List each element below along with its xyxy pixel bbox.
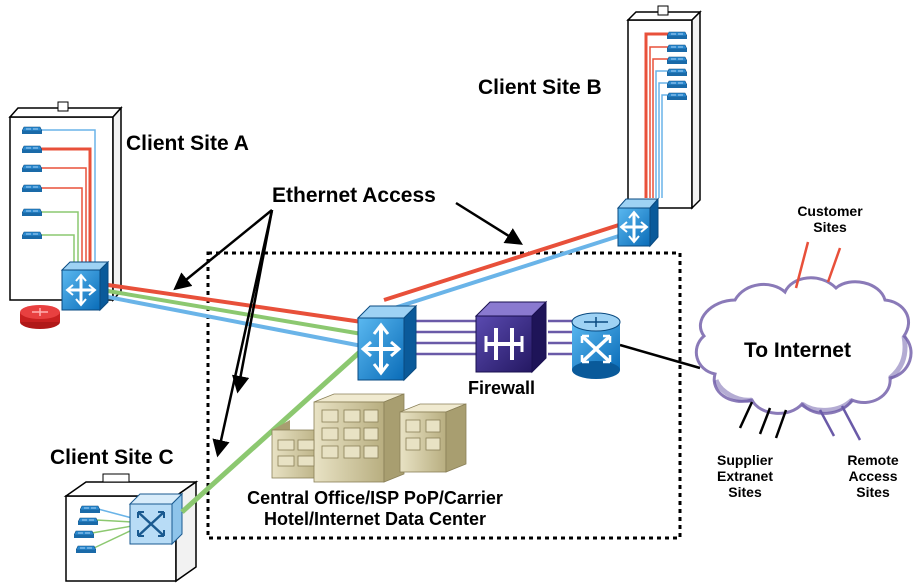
firewall-label: Firewall [468,378,536,398]
switch-icon [616,197,660,248]
central-office-label: Central Office/ISP PoP/Carrier Hotel/Int… [247,488,503,529]
firewall-icon [474,300,548,374]
trunk-links [416,319,701,370]
callout-arrows [173,201,523,458]
client-site-a-label: Client Site A [126,132,249,155]
router-icon [571,312,621,379]
cloud-icon [694,241,913,441]
central-office-boundary [206,251,682,540]
switch-icon [356,304,418,382]
router-icon [20,305,60,329]
rack-c [63,473,199,583]
remote-access-sites-label: Remote Access Sites [847,452,899,501]
switch-icon [128,492,184,546]
access-links [107,222,623,514]
building-icon [271,393,467,483]
client-site-c-label: Client Site C [50,446,174,469]
switch-icon [60,260,110,312]
rack-b [626,5,702,210]
supplier-extranet-sites-label: Supplier Extranet Sites [716,452,774,501]
customer-sites-label: Customer Sites [797,203,863,236]
ethernet-access-label: Ethernet Access [272,184,436,207]
to-internet-label: To Internet [744,339,851,362]
client-site-b-label: Client Site B [478,76,602,99]
